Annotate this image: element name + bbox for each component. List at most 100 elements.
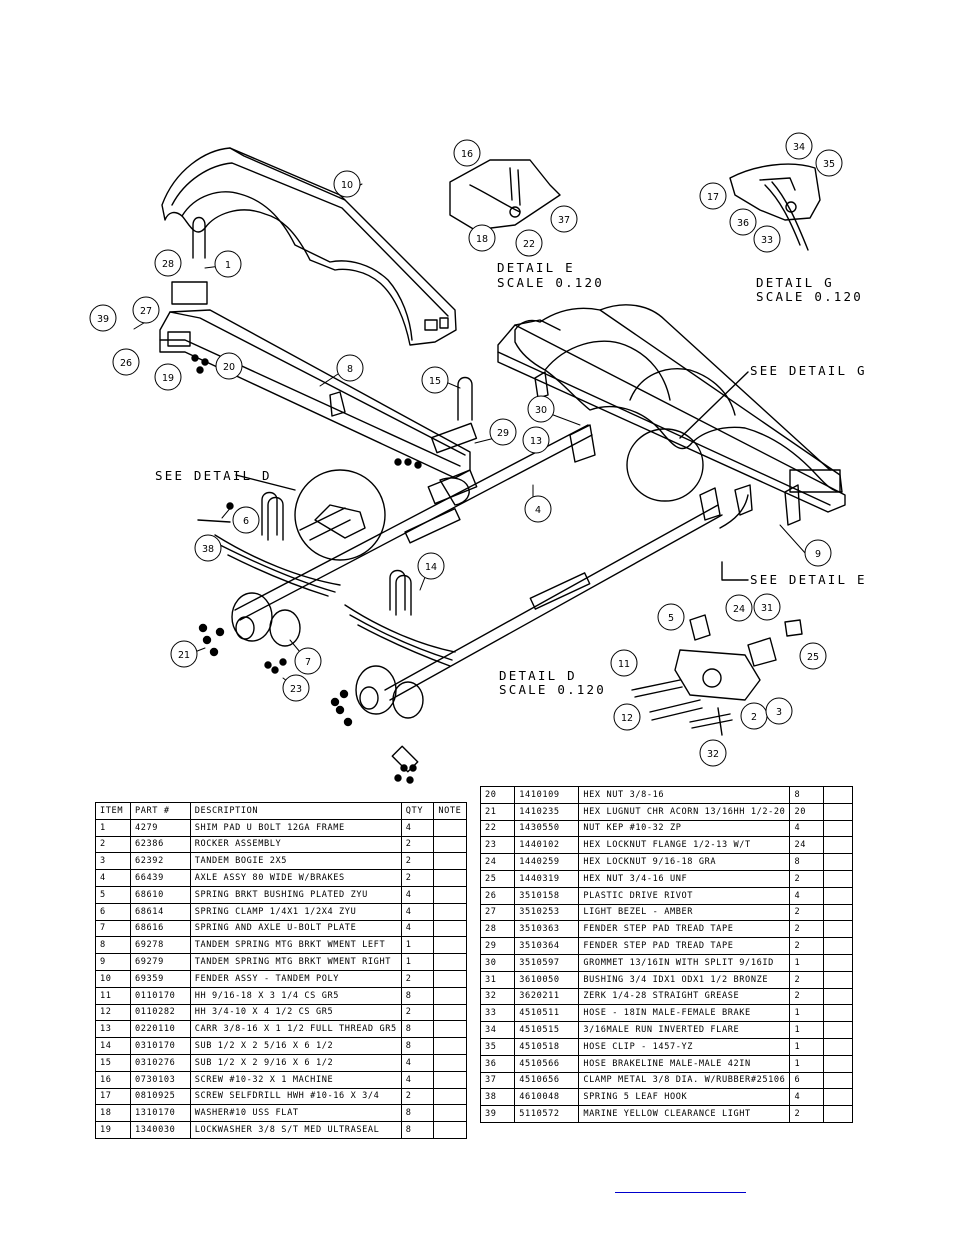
bubble-34: 34 <box>793 142 805 153</box>
cell-item: 21 <box>479 802 516 821</box>
cell-qty: 24 <box>789 836 824 855</box>
cell-part: 0810925 <box>129 1087 191 1106</box>
cell-part: 1440319 <box>514 869 580 888</box>
col-item: ITEM <box>95 802 131 820</box>
cell-description: MARINE YELLOW CLEARANCE LIGHT <box>578 1105 791 1123</box>
bubble-39: 39 <box>97 314 109 325</box>
cell-note <box>822 1021 854 1039</box>
cell-qty: 4 <box>400 919 435 938</box>
fasteners <box>191 354 422 784</box>
cell-part: 4510511 <box>514 1004 580 1023</box>
bubble-26: 26 <box>120 358 132 369</box>
cell-note <box>433 1053 467 1072</box>
cell-item: 31 <box>479 970 516 989</box>
cell-description: HEX NUT 3/8-16 <box>578 786 791 804</box>
cell-part: 0110170 <box>129 986 191 1005</box>
cell-item: 3 <box>95 852 131 871</box>
cell-description: 3/16MALE RUN INVERTED FLARE <box>578 1021 791 1039</box>
bubble-37: 37 <box>558 215 570 226</box>
cell-part: 68614 <box>129 902 191 921</box>
cell-qty: 2 <box>789 987 824 1006</box>
cell-description: TANDEM BOGIE 2X5 <box>189 852 402 871</box>
cell-description: ROCKER ASSEMBLY <box>189 835 402 854</box>
bubble-27: 27 <box>140 306 152 317</box>
cell-item: 23 <box>479 836 516 855</box>
cell-description: SUB 1/2 X 2 5/16 X 6 1/2 <box>189 1037 402 1055</box>
cell-qty: 2 <box>400 969 435 988</box>
link-underline[interactable] <box>615 1192 746 1193</box>
cell-qty: 4 <box>400 902 435 921</box>
cell-qty: 4 <box>400 1070 435 1089</box>
cell-note <box>433 1037 467 1055</box>
bubble-15: 15 <box>429 376 441 387</box>
cell-part: 4279 <box>129 818 191 837</box>
cell-qty: 8 <box>400 1020 435 1039</box>
cell-note <box>822 1105 854 1123</box>
bubble-8: 8 <box>347 364 353 375</box>
cell-qty: 1 <box>789 1037 824 1056</box>
cell-qty: 1 <box>789 1021 824 1039</box>
bubble-14: 14 <box>425 562 437 573</box>
bubble-35: 35 <box>823 159 835 170</box>
cell-description: CLAMP METAL 3/8 DIA. W/RUBBER#25106 <box>578 1071 791 1090</box>
cell-description: TANDEM SPRING MTG BRKT WMENT LEFT <box>189 936 402 955</box>
cell-item: 26 <box>479 886 516 905</box>
hangers <box>534 371 753 521</box>
cell-item: 33 <box>479 1004 516 1023</box>
cell-note <box>822 920 854 939</box>
cell-qty: 1 <box>789 1004 824 1023</box>
cell-part: 3620211 <box>514 987 580 1006</box>
see-detail-d: SEE DETAIL D <box>155 468 272 483</box>
cell-note <box>433 1020 467 1039</box>
cell-item: 6 <box>95 902 131 921</box>
cell-description: SHIM PAD U BOLT 12GA FRAME <box>189 818 402 837</box>
bubble-33: 33 <box>761 235 773 246</box>
cell-qty: 4 <box>789 1088 824 1107</box>
cell-qty: 2 <box>789 903 824 922</box>
cell-qty: 1 <box>400 936 435 955</box>
cell-description: BUSHING 3/4 IDX1 ODX1 1/2 BRONZE <box>578 970 791 989</box>
cell-item: 11 <box>95 986 131 1005</box>
cell-item: 29 <box>479 937 516 955</box>
detail-d-scale: SCALE 0.120 <box>499 682 606 697</box>
detail-d-area <box>294 469 386 561</box>
detail-g-title: DETAIL G <box>756 275 834 290</box>
cell-description: WASHER#10 USS FLAT <box>189 1104 402 1123</box>
cell-item: 1 <box>95 818 131 837</box>
cell-note <box>822 802 854 821</box>
cell-part: 0730103 <box>129 1070 191 1089</box>
cell-part: 3510363 <box>514 920 580 939</box>
cell-note <box>433 1003 467 1022</box>
exploded-assembly-drawing: 1 2 3 4 5 6 7 8 9 10 11 12 13 14 15 16 1… <box>89 132 865 784</box>
cell-note <box>433 986 467 1005</box>
cell-part: 4610048 <box>514 1088 580 1107</box>
detail-d-title: DETAIL D <box>499 668 577 683</box>
cell-qty: 8 <box>400 1037 435 1055</box>
cell-description: HEX NUT 3/4-16 UNF <box>578 869 791 888</box>
cell-note <box>433 818 467 837</box>
cell-description: SPRING BRKT BUSHING PLATED ZYU <box>189 885 402 904</box>
cell-item: 39 <box>479 1105 516 1123</box>
cell-note <box>822 819 854 838</box>
bubble-24: 24 <box>733 604 745 615</box>
cell-qty: 4 <box>789 819 824 838</box>
cell-description: HEX LUGNUT CHR ACORN 13/16HH 1/2-20 <box>578 802 791 821</box>
bubble-22: 22 <box>523 239 535 250</box>
cell-part: 69279 <box>129 953 191 971</box>
cell-qty: 2 <box>400 852 435 871</box>
bubble-31: 31 <box>761 603 773 614</box>
cell-part: 69278 <box>129 936 191 955</box>
